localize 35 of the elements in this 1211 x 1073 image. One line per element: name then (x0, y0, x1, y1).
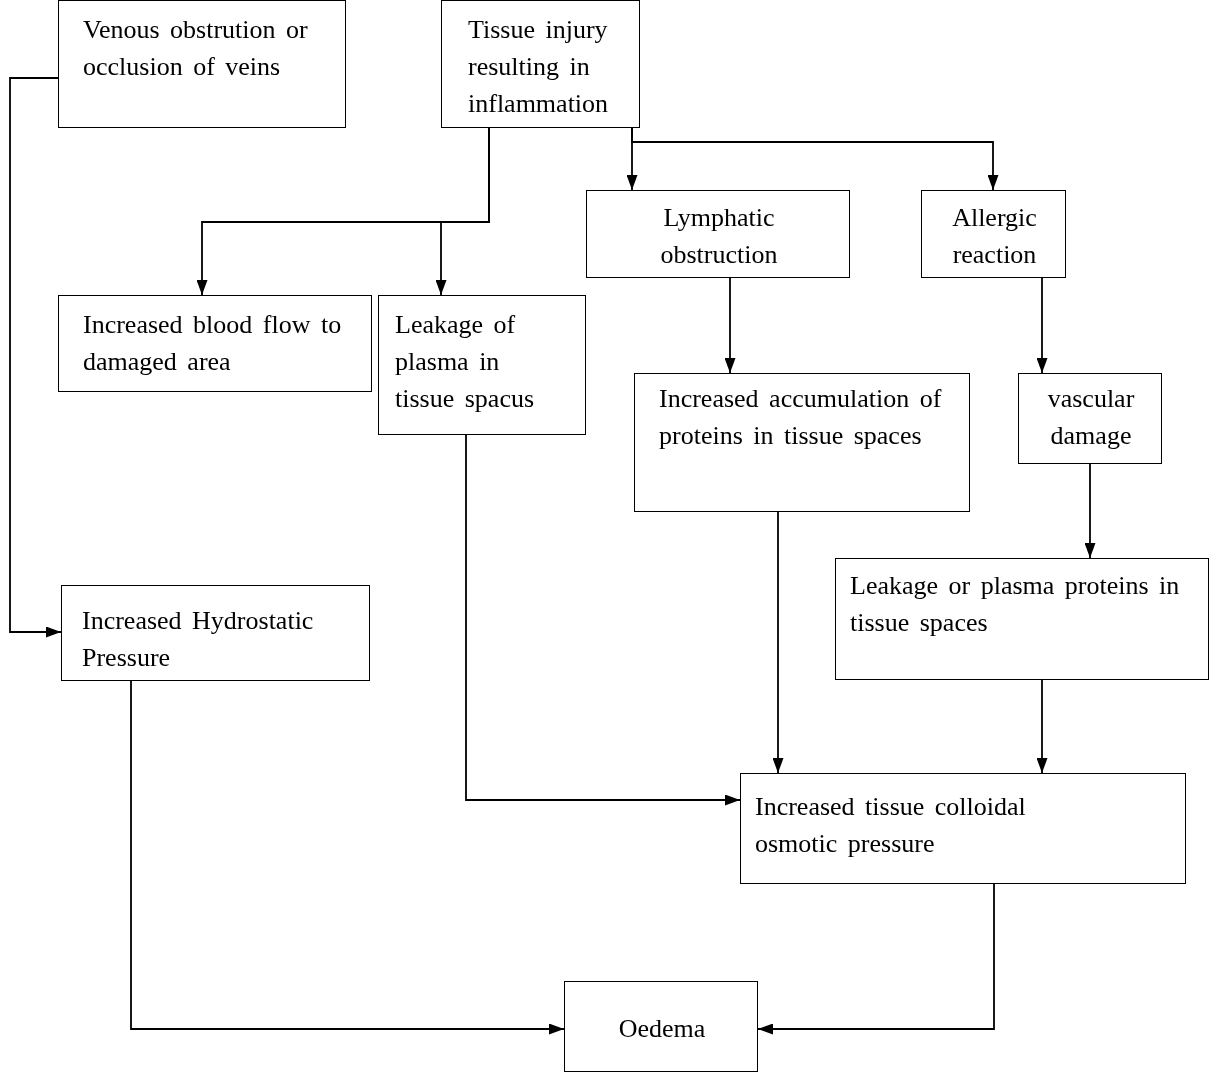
process-box (740, 773, 1186, 884)
process-box (61, 585, 370, 681)
arrow (1084, 463, 1096, 559)
arrow (1036, 679, 1048, 774)
box-text: Leakage of plasma in tissue spacus (395, 309, 536, 415)
arrow (631, 127, 999, 191)
box-text: Lymphatic obstruction (659, 202, 779, 271)
process-box (634, 373, 970, 512)
arrow (130, 680, 565, 1035)
box-text: Oedema (617, 1013, 707, 1045)
process-box (58, 295, 372, 392)
process-box (441, 0, 640, 128)
box-text: Increased blood flow to damaged area (83, 309, 343, 378)
arrow (757, 883, 995, 1035)
arrow (465, 434, 741, 806)
box-text: Allergic reaction (951, 202, 1038, 271)
box-text: Leakage or plasma proteins in tissue spaces (850, 570, 1181, 639)
box-text: Tissue injury resulting in inflammation (468, 14, 610, 120)
arrow (772, 511, 784, 774)
arrow (435, 127, 490, 296)
arrow (1036, 277, 1048, 374)
process-box (921, 190, 1066, 278)
box-text: Increased Hydrostatic Pressure (82, 605, 315, 674)
process-box (58, 0, 346, 128)
box-text: Venous obstrution or occlusion of veins (83, 14, 309, 83)
process-box (586, 190, 850, 278)
process-box (835, 558, 1209, 680)
box-text: vascular damage (1046, 383, 1136, 452)
process-box (378, 295, 586, 435)
box-text: Increased accumulation of proteins in tissue spaces (659, 383, 943, 452)
process-box (564, 981, 758, 1072)
arrow (724, 277, 736, 374)
box-text: Increased tissue colloidal osmotic pressure (755, 791, 1027, 860)
process-box (1018, 373, 1162, 464)
arrow (9, 77, 62, 638)
